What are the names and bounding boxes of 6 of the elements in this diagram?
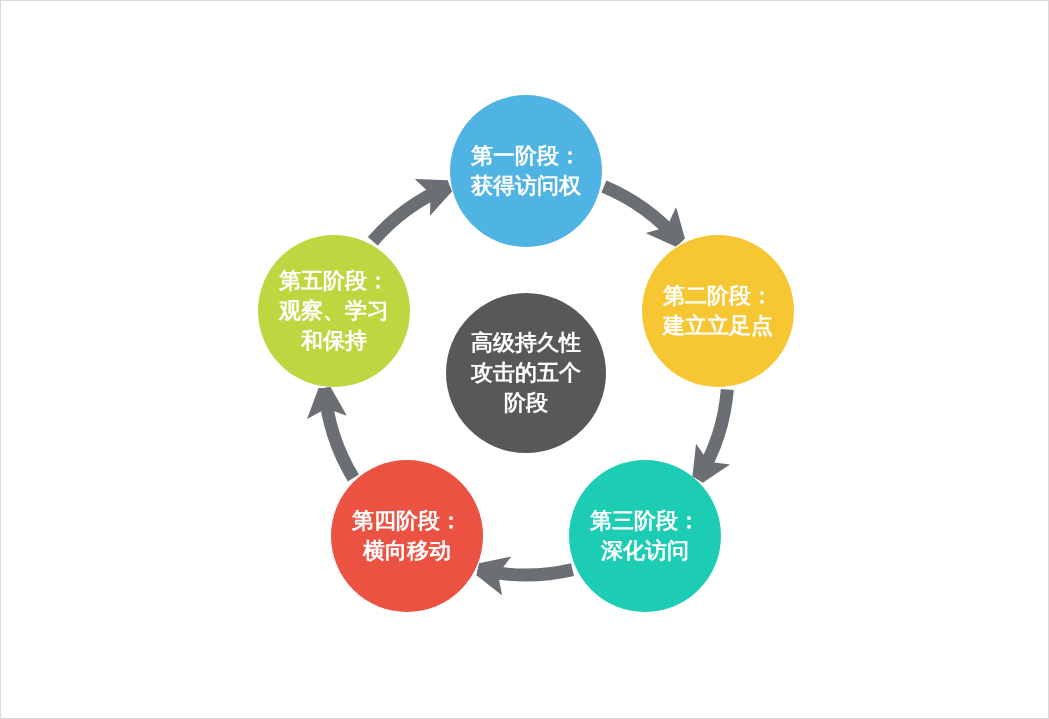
stage-label: 第一阶段：获得访问权 (470, 142, 582, 200)
stage-label: 第五阶段：观察、学习和保持 (277, 266, 390, 355)
stage-label: 第三阶段：深化访问 (588, 507, 701, 566)
center-label: 高级持久性攻击的五个阶段 (469, 329, 582, 417)
stage-label: 第二阶段：建立立足点 (661, 281, 775, 340)
stage-label: 第四阶段：横向移动 (351, 507, 464, 566)
